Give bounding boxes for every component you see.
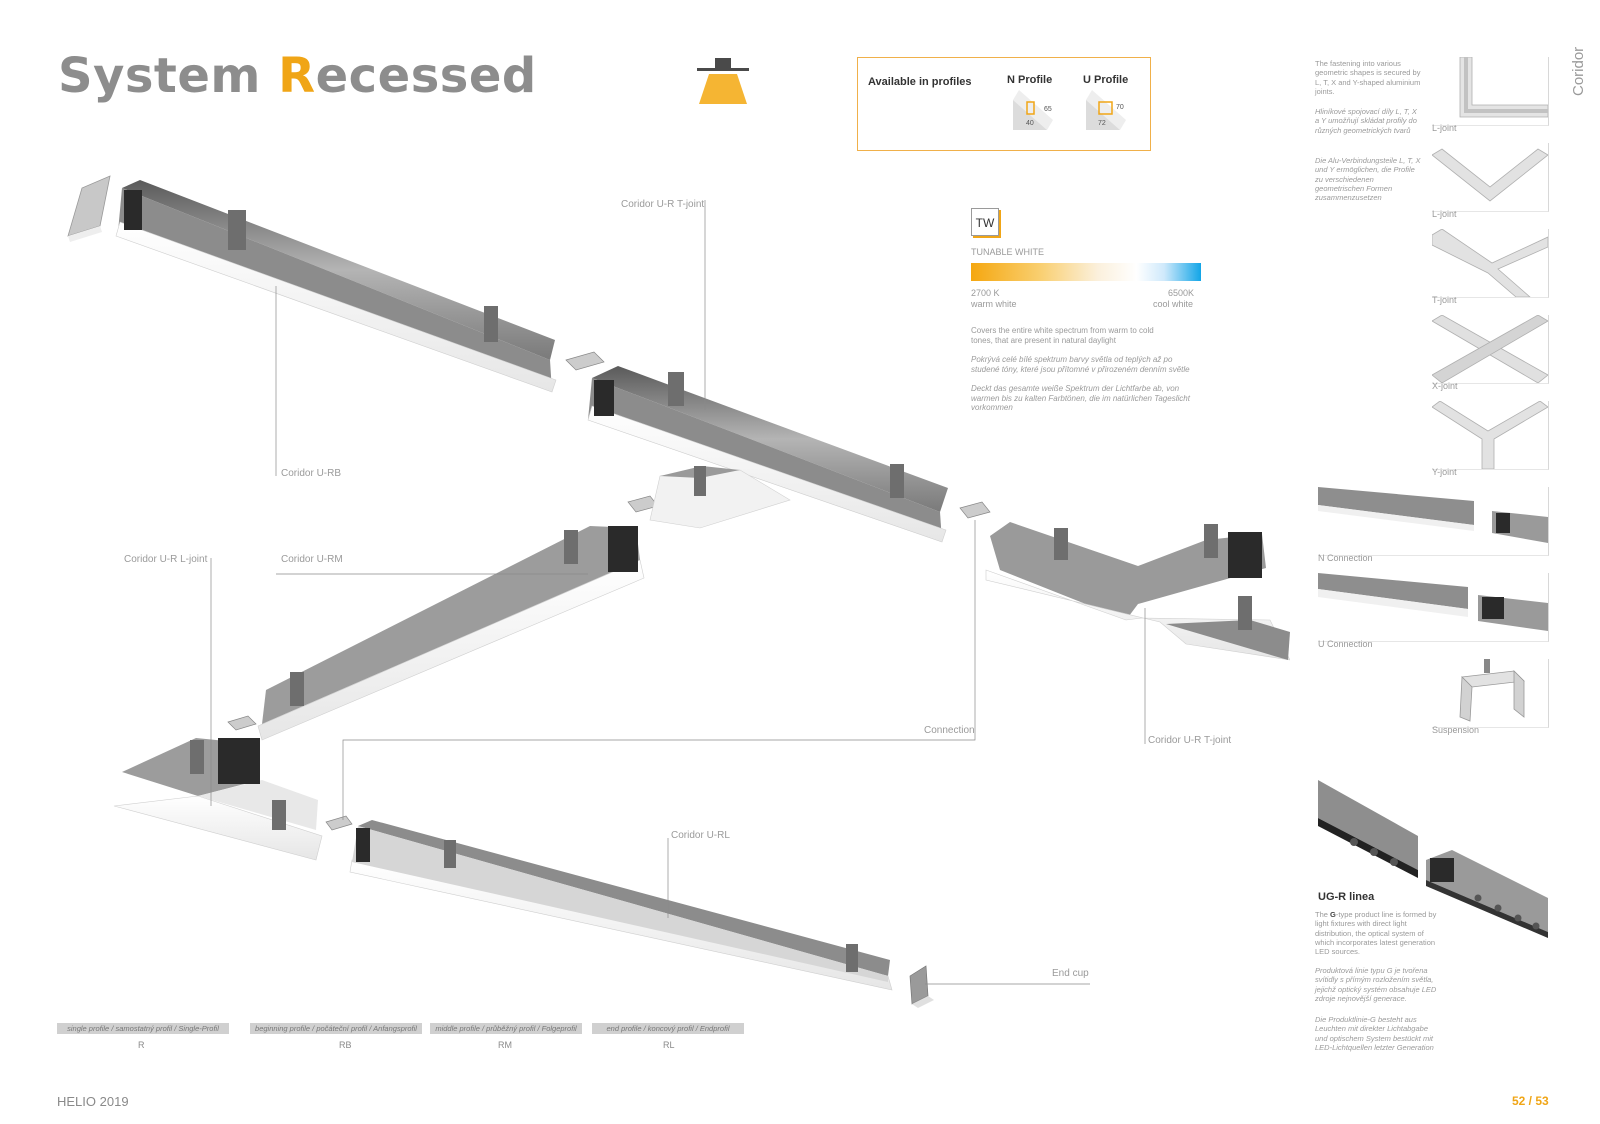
profile-t-joint-top [587,366,948,543]
legend-single-profile: single profile / samostatný profil / Sin… [57,1023,229,1034]
n-profile-width: 40 [1026,120,1034,127]
legend-code-r: R [138,1040,145,1050]
l-joint-illustration [1431,148,1549,202]
tunable-desc-de: Deckt das gesamte weiße Spektrum der Lic… [971,384,1190,412]
suspension-illustration [1459,659,1525,722]
ug-r-linea-title: UG-R linea [1318,891,1375,903]
callout-connection: Connection [924,725,975,736]
u-connection-illustration [1318,573,1548,631]
y-joint-illustration [1431,400,1549,470]
title-accent: R [278,48,316,104]
fastening-text-cz: Hliníkové spojovací díly L, T, X a Y umo… [1315,107,1417,135]
warm-name-label: warm white [971,299,1017,309]
legend-middle-profile: middle profile / průběžný profil / Folge… [430,1023,582,1034]
profile-rl [349,820,893,991]
thumb-label-u-connection: U Connection [1318,639,1373,649]
thumb-u-connection [1318,573,1549,642]
callout-leader-lines [210,200,1146,985]
title-lead: System [58,48,279,104]
callout-end-cup: End cup [1052,968,1089,979]
fastening-text-en: The fastening into various geometric sha… [1315,59,1421,96]
t-joint-illustration [1431,228,1549,298]
thumb-label-n-connection: N Connection [1318,553,1373,563]
thumb-l-joint-2 [1431,143,1549,212]
ug-r-linea-illustration [1318,780,1548,938]
connector-plate [959,501,991,519]
legend-end-profile: end profile / koncový profil / Endprofil [592,1023,744,1034]
callout-rm: Coridor U-RM [281,554,343,565]
thumb-label-l-joint-1: L-joint [1432,123,1457,133]
side-label: Coridor [1570,46,1587,96]
ug-r-text-en-post: -type product line is formed by light fi… [1315,910,1437,957]
profile-rm [257,526,645,741]
callout-rl: Coridor U-RL [671,830,730,841]
u-profile-height: 70 [1116,104,1124,111]
color-temperature-gradient [971,263,1201,281]
callout-rb: Coridor U-RB [281,468,342,479]
profile-l-joint [113,738,323,861]
thumb-l-joint-1 [1432,56,1549,126]
end-cup [909,965,934,1008]
u-profile-width: 72 [1098,120,1106,127]
page-number: 52 / 53 [1512,1094,1549,1108]
luminaire-assembly-illustration [67,175,1290,1008]
connector-plate [325,815,353,831]
profile-rb [115,180,557,393]
legend-code-rm: RM [498,1040,512,1050]
warm-k-label: 2700 K [971,288,1000,298]
legend-code-rb: RB [339,1040,352,1050]
tunable-desc-en: Covers the entire white spectrum from wa… [971,326,1154,345]
profiles-box: Available in profiles N Profile U Profil… [857,57,1151,151]
u-profile-label: U Profile [1083,74,1129,86]
ug-r-text-en: The G-type product line is formed by lig… [1315,910,1437,956]
thumb-label-l-joint-2: L-joint [1432,209,1457,219]
tunable-heading: TUNABLE WHITE [971,247,1045,257]
title-rest: ecessed [315,48,537,104]
thumb-label-y-joint: Y-joint [1432,467,1457,477]
page-title: System Recessed [58,48,537,104]
thumb-n-connection [1318,487,1549,556]
cool-name-label: cool white [1153,299,1194,309]
callout-l-joint: Coridor U-R L-joint [124,554,208,565]
end-cap-top-left [67,175,111,242]
profile-t-joint-right [985,522,1290,661]
thumb-t-joint [1431,228,1549,298]
ug-r-text-en-bold: G [1330,910,1336,919]
n-connection-illustration [1318,487,1548,543]
legend-code-rl: RL [663,1040,675,1050]
thumb-suspension [1432,659,1549,728]
callout-t-joint-top: Coridor U-R T-joint [621,199,705,210]
footer-brand: HELIO 2019 [57,1094,129,1109]
thumb-x-joint [1431,314,1549,384]
tunable-desc-cz: Pokrývá celé bílé spektrum barvy světla … [971,355,1190,374]
tw-badge: TW [971,208,999,236]
thumb-label-t-joint: T-joint [1432,295,1457,305]
recessed-light-icon [697,58,749,104]
callout-t-joint-right: Coridor U-R T-joint [1148,735,1232,746]
ug-r-text-en-pre: The [1315,910,1331,919]
n-profile-label: N Profile [1007,74,1053,86]
fastening-text-de: Die Alu-Verbindungsteile L, T, X und Y e… [1315,156,1421,203]
connector-plate [227,715,257,731]
cool-k-label: 6500K [1168,288,1195,298]
ug-r-text-cz: Produktová linie typu G je tvořena svíti… [1315,966,1437,1003]
thumb-label-x-joint: X-joint [1432,381,1458,391]
n-profile-icon [1013,90,1053,130]
u-profile-icon [1086,90,1126,130]
legend-beginning-profile: beginning profile / počáteční profil / A… [250,1023,422,1034]
x-joint-illustration [1431,314,1549,384]
profiles-heading: Available in profiles [868,76,972,88]
n-profile-height: 65 [1044,106,1052,113]
ug-r-text-de: Die Produktlinie-G besteht aus Leuchten … [1315,1015,1434,1052]
l-joint-illustration [1459,56,1549,118]
thumb-label-suspension: Suspension [1432,725,1480,735]
connector-plate [565,351,605,371]
thumb-y-joint [1431,400,1549,470]
